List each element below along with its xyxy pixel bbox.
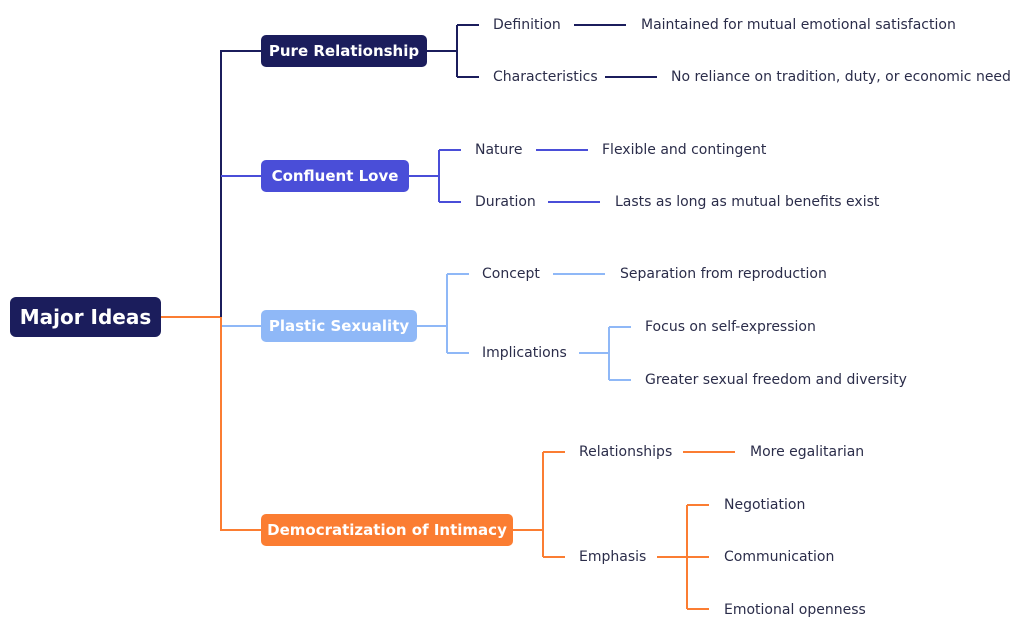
leaf-emotional-openness[interactable]: Emotional openness — [724, 602, 866, 618]
branch-confluent-love[interactable]: Confluent Love — [261, 160, 409, 192]
connector-trunk-navy — [220, 50, 261, 317]
leaf-sexual-freedom[interactable]: Greater sexual freedom and diversity — [645, 372, 907, 388]
connector-confluent-love-children — [409, 149, 461, 203]
node-definition[interactable]: Definition — [493, 17, 561, 33]
leaf-duration-text[interactable]: Lasts as long as mutual benefits exist — [615, 194, 880, 210]
leaf-characteristics-text[interactable]: No reliance on tradition, duty, or econo… — [671, 69, 1011, 85]
node-nature[interactable]: Nature — [475, 142, 523, 158]
branch-plastic-sexuality[interactable]: Plastic Sexuality — [261, 310, 417, 342]
node-concept[interactable]: Concept — [482, 266, 540, 282]
leaf-concept-text[interactable]: Separation from reproduction — [620, 266, 827, 282]
branch-democratization-of-intimacy[interactable]: Democratization of Intimacy — [261, 514, 513, 546]
node-relationships[interactable]: Relationships — [579, 444, 673, 460]
connector-trunk-orange — [220, 317, 261, 531]
root-node-major-ideas[interactable]: Major Ideas — [10, 297, 161, 337]
connector-plastic-sexuality-children — [417, 273, 469, 354]
connector-pure-relationship-children — [427, 24, 479, 78]
leaf-negotiation[interactable]: Negotiation — [724, 497, 806, 513]
connector-emphasis-leaves — [657, 504, 709, 610]
leaf-communication[interactable]: Communication — [724, 549, 835, 565]
connector-democratization-children — [513, 451, 565, 558]
connector-implications-leaves — [579, 326, 631, 381]
leaf-more-egalitarian[interactable]: More egalitarian — [750, 444, 865, 460]
node-implications[interactable]: Implications — [482, 345, 567, 361]
node-emphasis[interactable]: Emphasis — [579, 549, 647, 565]
leaf-nature-text[interactable]: Flexible and contingent — [602, 142, 767, 158]
node-characteristics[interactable]: Characteristics — [493, 69, 598, 85]
leaf-self-expression[interactable]: Focus on self-expression — [645, 319, 816, 335]
branch-pure-relationship[interactable]: Pure Relationship — [261, 35, 427, 67]
node-duration[interactable]: Duration — [475, 194, 536, 210]
leaf-definition-text[interactable]: Maintained for mutual emotional satisfac… — [641, 17, 956, 33]
